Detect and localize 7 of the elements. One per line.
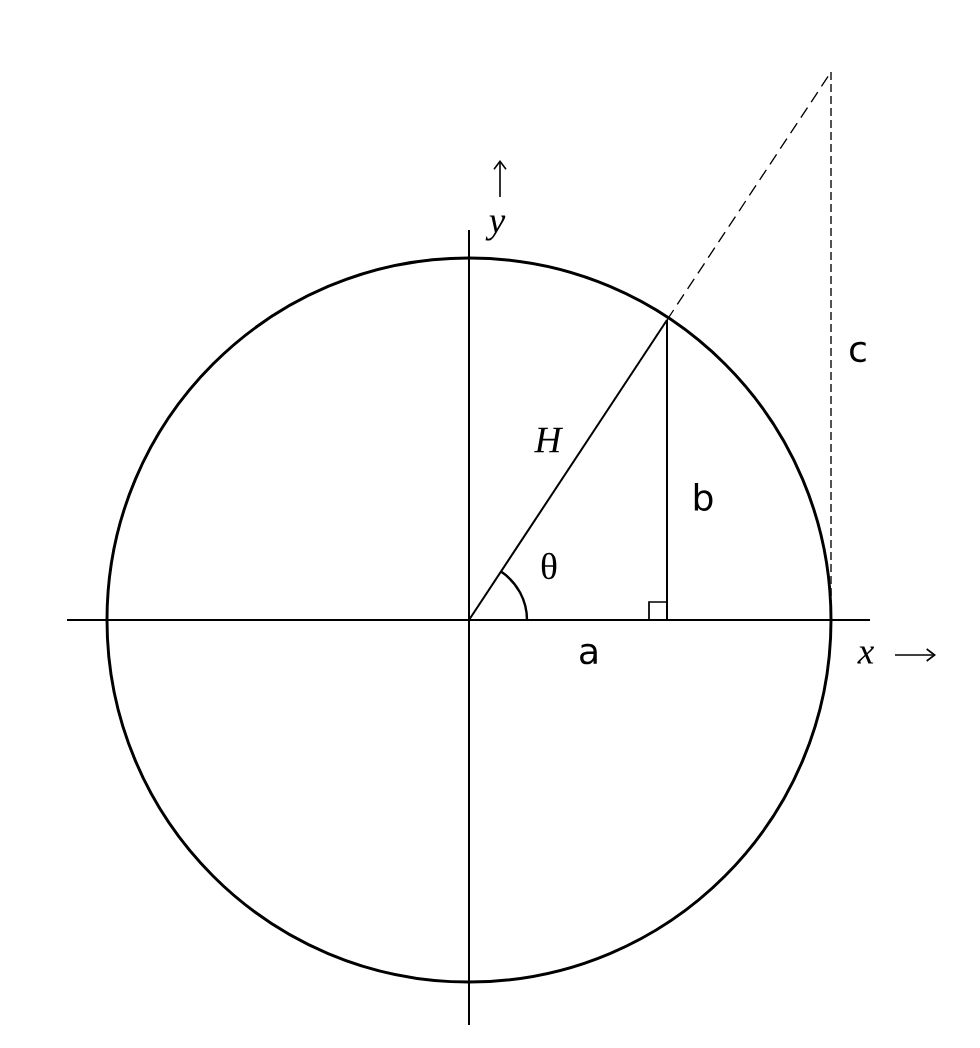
side-label: H xyxy=(534,427,564,453)
axis-label: x xyxy=(857,646,874,664)
angle-label: θ xyxy=(541,552,557,580)
side-label: a xyxy=(580,643,597,665)
side-label: c xyxy=(850,341,866,363)
axis-label: y xyxy=(485,215,506,241)
side-label: b xyxy=(694,483,713,511)
